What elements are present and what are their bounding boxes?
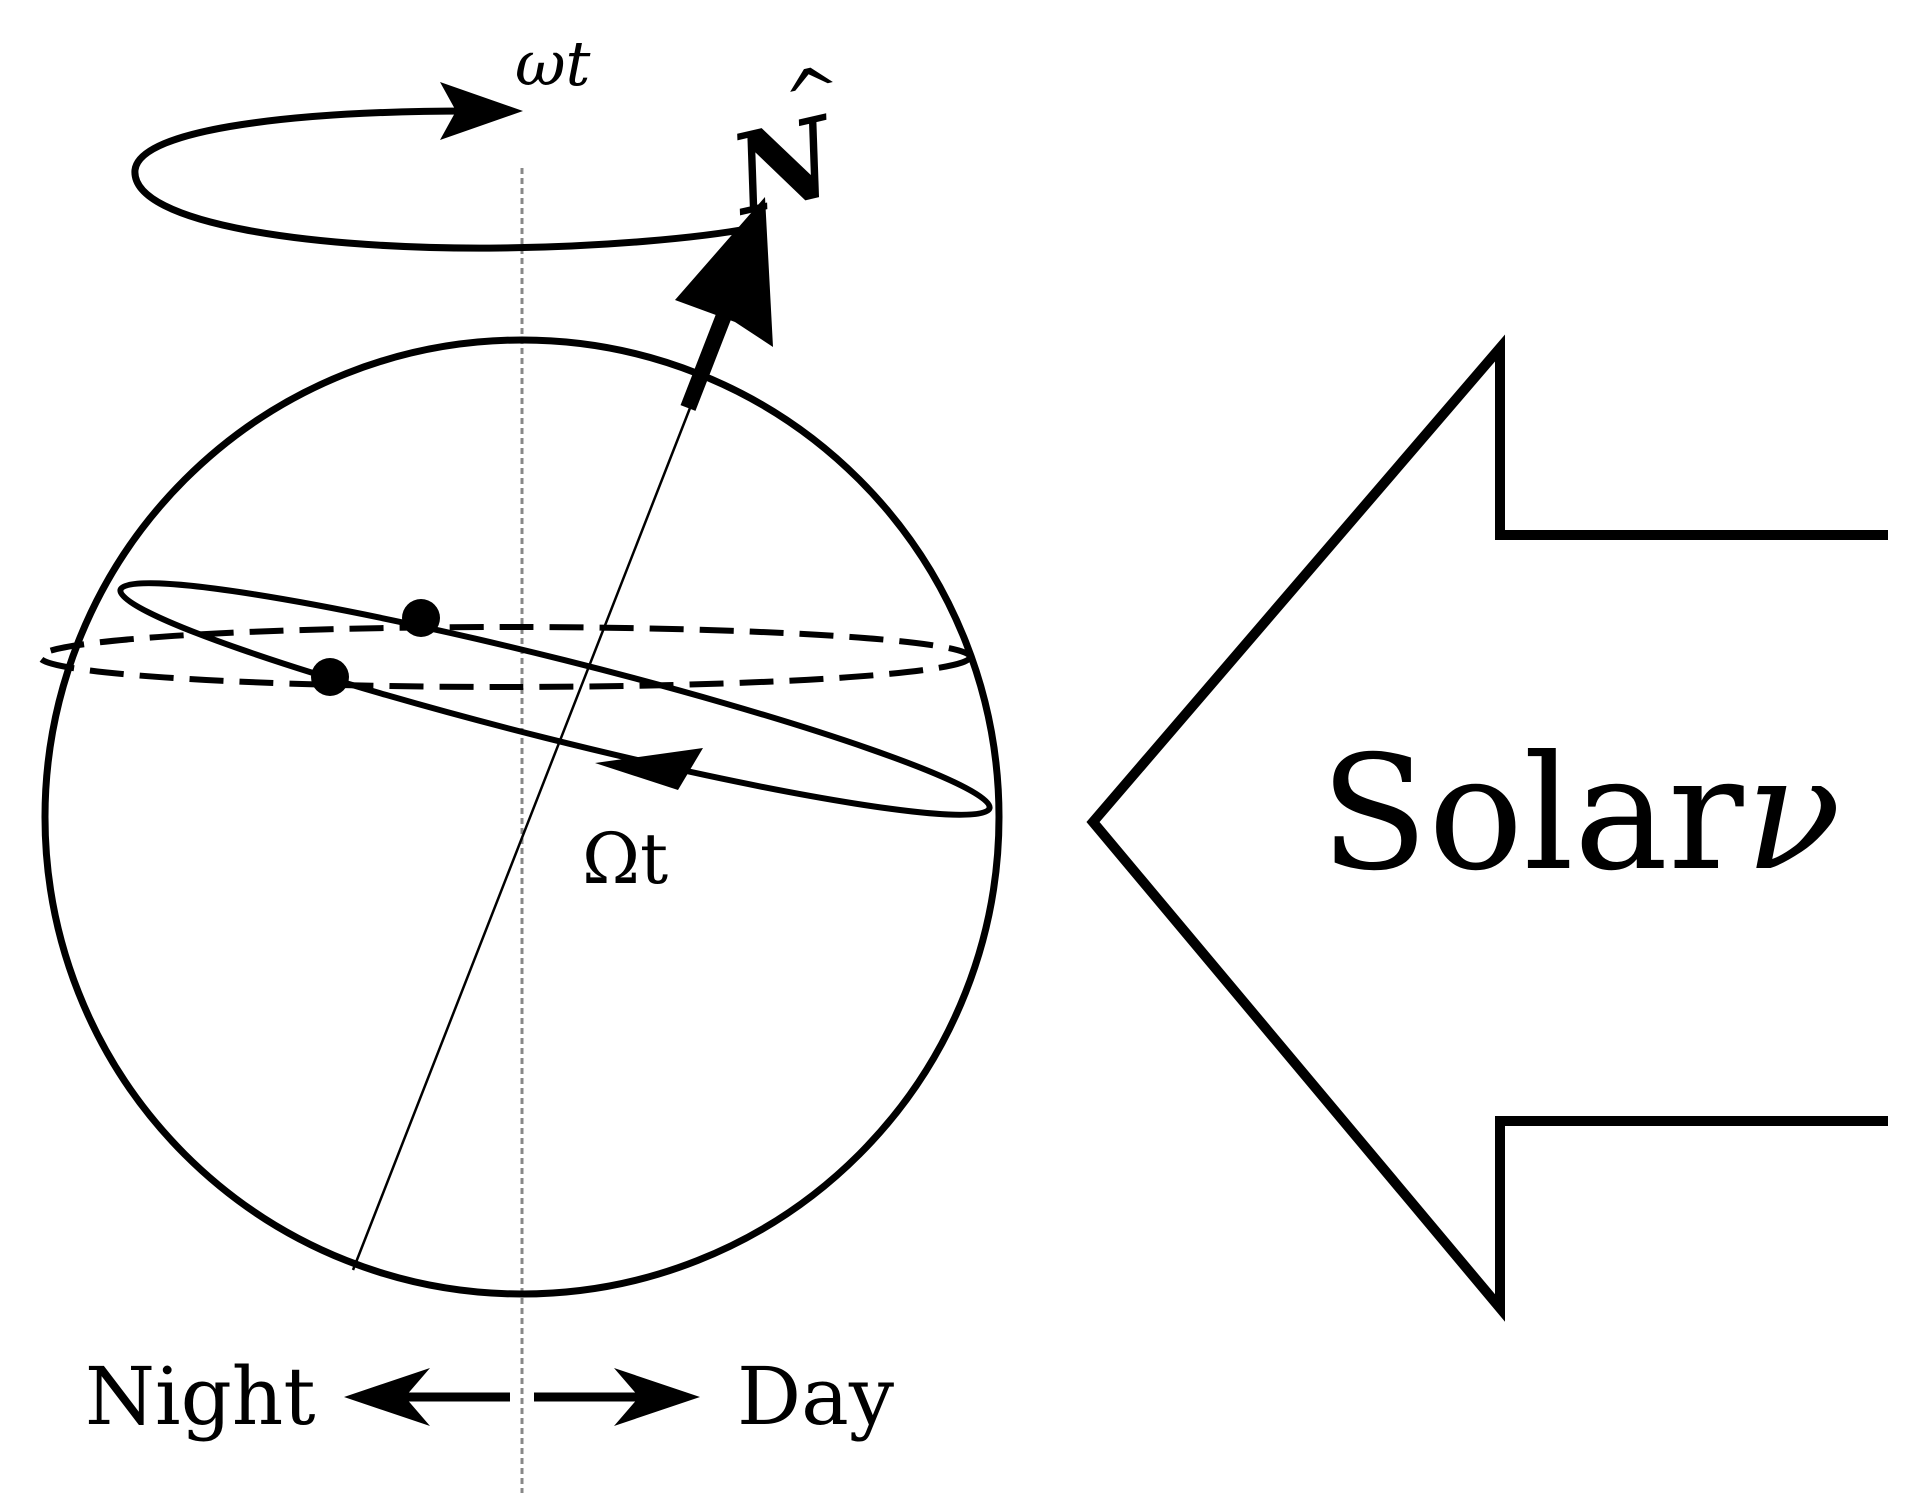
tilted-orbit-ellipse	[117, 580, 993, 818]
intersection-dot-upper	[402, 599, 440, 637]
omega-t-loop-arrowhead-icon	[440, 82, 523, 140]
solar-neutrino-arrow	[1086, 334, 1888, 1322]
day-label: Day	[737, 1350, 894, 1443]
night-arrowhead-icon	[344, 1368, 430, 1426]
omega-t-arrowhead-icon	[595, 748, 703, 790]
earth-sphere	[41, 336, 1003, 1298]
omega-t-rotation-loop	[131, 107, 753, 252]
n-hat-arrowhead-icon	[675, 197, 773, 347]
n-hat-vector-shaft	[680, 297, 738, 411]
omega-t-label: ωt	[515, 27, 591, 100]
earth-rotation-axis	[351, 407, 692, 1271]
intersection-dot-lower	[311, 658, 349, 696]
day-arrowhead-icon	[614, 1368, 700, 1426]
dashed-latitude-ellipse	[37, 624, 973, 690]
night-label: Night	[85, 1350, 315, 1443]
solar-nu-label: ν	[1745, 722, 1841, 906]
solar-label: Solar	[1320, 722, 1744, 906]
Omega-t-label: Ωt	[582, 818, 668, 900]
